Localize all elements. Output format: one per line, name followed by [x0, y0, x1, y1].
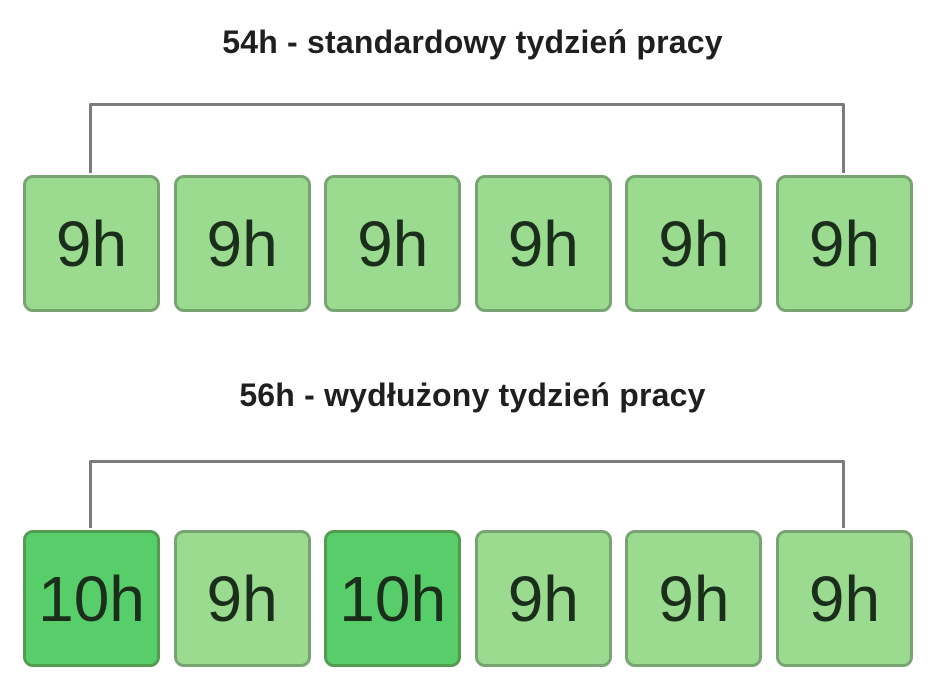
day-hours-label: 9h — [206, 207, 278, 280]
day-hours-label: 10h — [38, 562, 145, 635]
day-box: 9h — [474, 530, 612, 667]
day-hours-label: 10h — [339, 562, 447, 635]
day-box: 9h — [474, 175, 612, 312]
extended-week-bracket — [89, 460, 845, 528]
standard-week-title: 54h - standardowy tydzień pracy — [222, 24, 723, 60]
day-box: 10h — [23, 530, 160, 667]
day-hours-label: 9h — [206, 562, 278, 635]
day-box: 9h — [173, 530, 311, 667]
day-box: 9h — [23, 175, 160, 312]
day-box: 9h — [775, 530, 913, 667]
day-hours-label: 9h — [55, 207, 128, 280]
day-hours-label: 9h — [658, 207, 730, 280]
day-hours-label: 9h — [507, 207, 579, 280]
standard-week-bracket — [89, 103, 845, 173]
day-hours-label: 9h — [808, 562, 881, 635]
extended-week-day-row: 10h 9h 10h 9h 9h 9h — [23, 530, 913, 667]
day-box: 10h — [324, 530, 462, 667]
day-box: 9h — [324, 175, 462, 312]
day-box: 9h — [775, 175, 913, 312]
day-box: 9h — [625, 175, 763, 312]
day-box: 9h — [173, 175, 311, 312]
extended-week-title: 56h - wydłużony tydzień pracy — [239, 377, 706, 413]
day-hours-label: 9h — [507, 562, 579, 635]
day-box: 9h — [625, 530, 763, 667]
day-hours-label: 9h — [357, 207, 429, 280]
standard-week-day-row: 9h 9h 9h 9h 9h 9h — [23, 175, 913, 312]
day-hours-label: 9h — [658, 562, 730, 635]
day-hours-label: 9h — [808, 207, 881, 280]
